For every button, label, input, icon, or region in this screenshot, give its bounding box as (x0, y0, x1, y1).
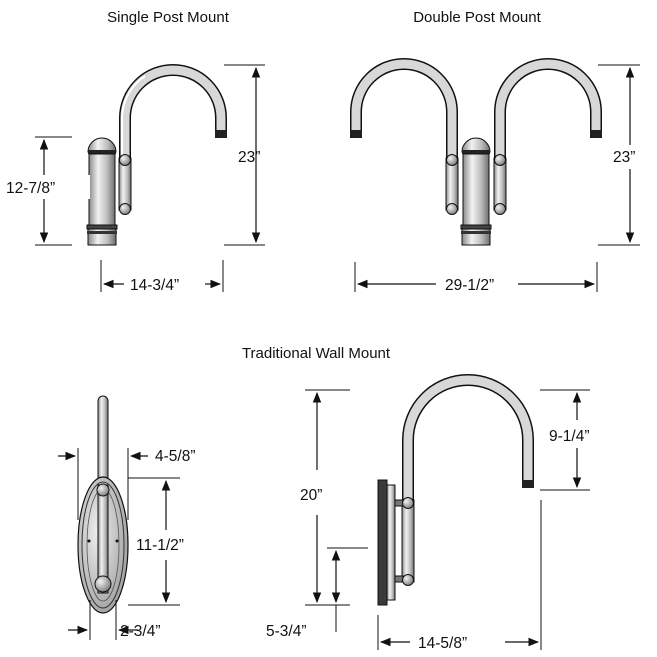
double-post-lamp (350, 58, 602, 246)
label-wall-side-height: 20” (300, 487, 322, 504)
label-wall-side-drop: 9-1/4” (549, 428, 590, 445)
label-wall-front-height: 11-1/2” (136, 537, 184, 554)
wall-side-dimension-lines (305, 389, 590, 650)
title-traditional-wall-mount: Traditional Wall Mount (242, 345, 391, 362)
label-single-post-height: 12-7/8” (6, 180, 55, 197)
label-single-total-height: 23” (238, 149, 260, 166)
label-wall-front-width: 4-5/8” (155, 448, 196, 465)
label-wall-front-base: 2-3/4” (120, 623, 161, 640)
title-double-post-mount: Double Post Mount (413, 9, 541, 26)
wall-mount-side-view (377, 374, 534, 606)
title-single-post-mount: Single Post Mount (107, 9, 230, 26)
label-double-width: 29-1/2” (445, 277, 494, 294)
single-post-lamp (86, 64, 227, 246)
label-single-width: 14-3/4” (130, 277, 179, 294)
label-wall-side-reach: 14-5/8” (418, 635, 467, 652)
label-double-total-height: 23” (613, 149, 635, 166)
label-wall-side-low: 5-3/4” (266, 623, 307, 640)
wall-mount-front-view (77, 395, 129, 614)
wall-front-dimension-lines (58, 448, 180, 640)
